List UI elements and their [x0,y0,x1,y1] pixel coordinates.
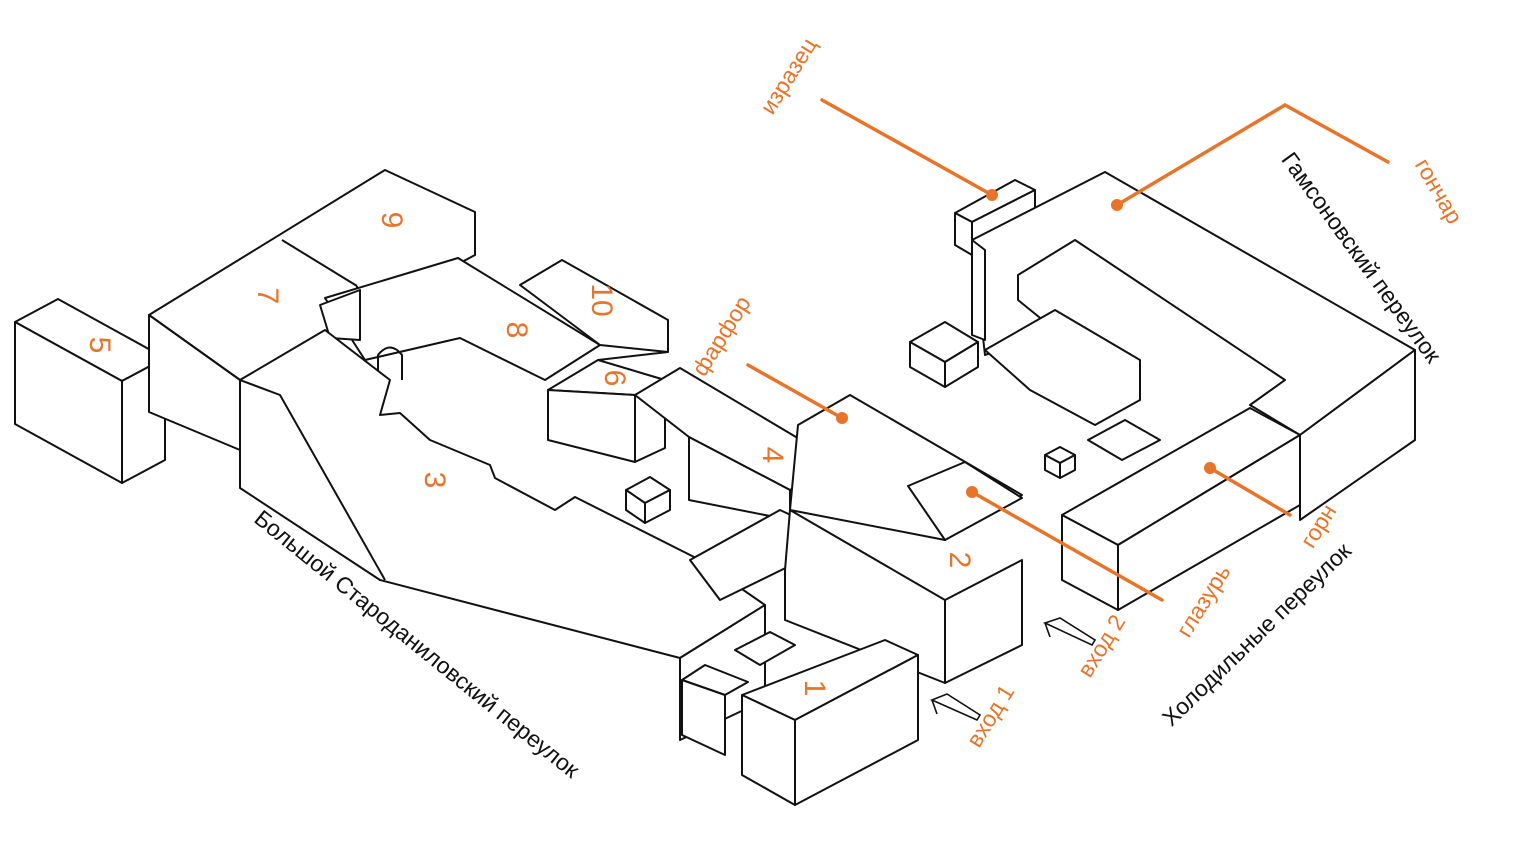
building-2[interactable] [784,394,1023,684]
leader-gorn [1204,462,1292,517]
label-gonchar: гончар [1410,154,1468,228]
building-number-3: 3 [418,472,451,489]
small-cube-c [1044,446,1076,479]
leader-izrazets [820,98,998,201]
building-4[interactable] [634,367,839,521]
entrance-2-arrow-icon [1042,617,1097,647]
label-farfor: фарфор [687,291,756,380]
building-gonchar[interactable] [971,171,1416,521]
building-number-9: 9 [375,212,408,229]
building-gorn[interactable] [1061,407,1301,611]
entrance-1-arrow-icon [929,693,982,722]
building-number-4: 4 [756,447,789,464]
building-6[interactable] [547,351,669,463]
building-number-7: 7 [251,288,284,305]
label-entrance-1: вход 1 [961,680,1019,752]
leader-glazur [966,486,1164,602]
building-number-10: 10 [585,283,618,316]
building-number-8: 8 [500,322,533,339]
leader-gonchar [1111,102,1390,211]
small-cube-a [625,476,671,524]
building-8[interactable] [319,257,601,381]
label-izrazets: изразец [755,33,822,119]
label-entrance-2: вход 2 [1072,610,1130,682]
building-number-6: 6 [598,370,631,387]
building-number-2: 2 [943,552,976,569]
building-10[interactable] [519,259,669,353]
building-5[interactable] [14,298,166,484]
small-cube-b [909,321,979,388]
leader-farfor [746,363,848,424]
building-1[interactable] [681,631,919,806]
building-number-1: 1 [798,680,831,697]
building-number-5: 5 [83,337,116,354]
